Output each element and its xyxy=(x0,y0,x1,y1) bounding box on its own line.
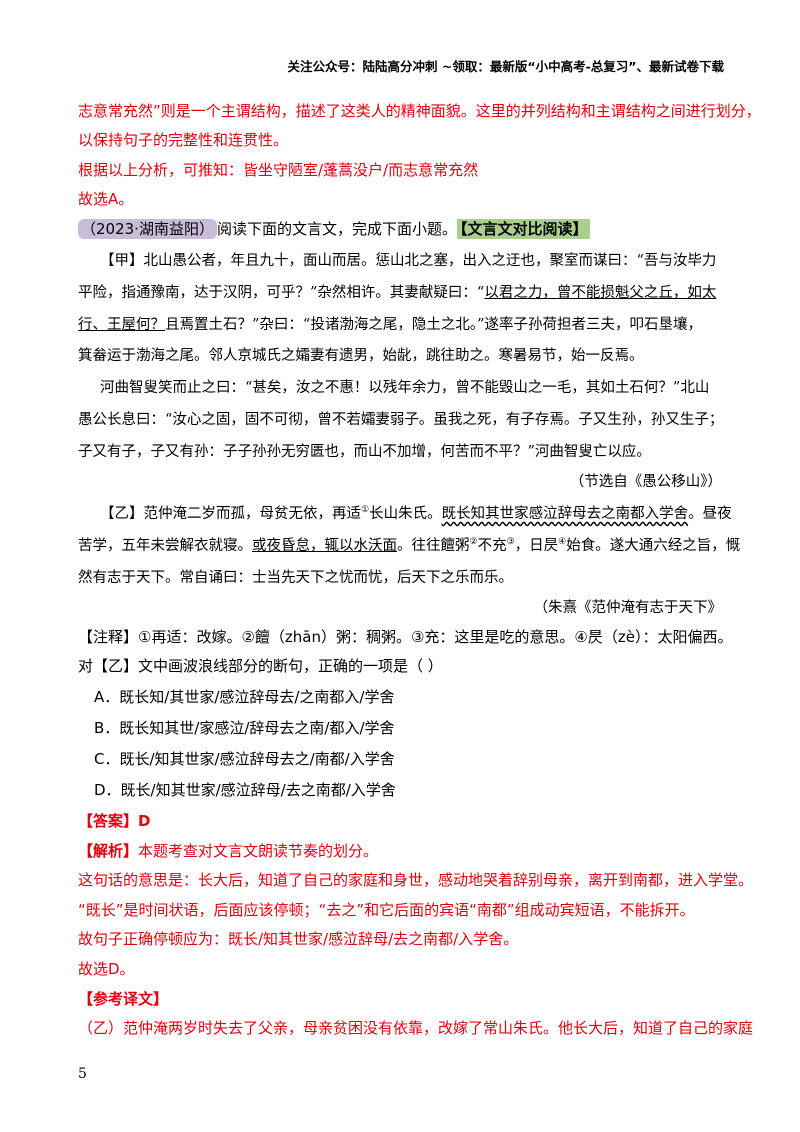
yi-line-2: 苦学，五年未尝解衣就寝。或夜昏怠，辄以水沃面。往往饘粥②不充③，日昃④始食。遂大… xyxy=(78,537,741,554)
jia-line-3: 行、王屋何？且焉置土石？”杂曰：“投诸渤海之尾，隐土之北。”遂率子孙荷担者三夫，… xyxy=(78,317,702,333)
option-b[interactable]: B．既长知其世/家感泣/辞母去之南/都入/学舍 xyxy=(94,719,395,737)
analysis-line-4: 故选A。 xyxy=(78,190,134,208)
explanation-line-2: 这句话的意思是：长大后，知道了自己的家庭和身世，感动地哭着辞别母亲，离开到南都，… xyxy=(78,871,754,889)
jia-line-7: 子又有子，子又有孙：子子孙孙无穷匮也，而山不加增，何苦而不平？”河曲智叟亡以应。 xyxy=(78,444,651,460)
yi-line-1: 【乙】范仲淹二岁而孤，母贫无依，再适①长山朱氏。既长知其世家感泣辞母去之南都入学… xyxy=(100,505,732,522)
explanation-line-4: 故句子正确停顿应为：既长/知其世家/感泣辞母/去之南都/入学舍。 xyxy=(78,930,519,948)
type-tag: 【文言文对比阅读】 xyxy=(456,219,591,239)
question-prompt: 对【乙】文中画波浪线部分的断句，正确的一项是（ ） xyxy=(78,657,443,675)
page-number: 5 xyxy=(78,1066,87,1082)
jia-source: （节选自《愚公移山》） xyxy=(569,474,722,490)
question-header: （2023·湖南益阳）阅读下面的文言文，完成下面小题。【文言文对比阅读】 xyxy=(78,218,591,239)
jia-line-5: 河曲智叟笑而止之曰：“甚矣，汝之不惠！以残年余力，曾不能毁山之一毛，其如土石何？… xyxy=(100,380,710,396)
jia-line-6: 愚公长息曰：“汝心之固，固不可彻，曾不若孀妻弱子。虽我之死，有子存焉。子又生孙，… xyxy=(78,412,724,428)
answer: 【答案】D xyxy=(78,812,151,830)
analysis-line-3: 根据以上分析，可推知：皆坐守陋室/蓬蒿没户/而志意常充然 xyxy=(78,161,479,179)
underlined-phrase: 或夜昏怠，辄以水沃面 xyxy=(252,538,397,554)
notes: 【注释】①再适：改嫁。②饘（zhān）粥：稠粥。③充：这里是吃的意思。④昃（zè… xyxy=(78,628,733,646)
underlined-sentence: 以君之力，曾不能损魁父之丘，如太 xyxy=(484,285,717,301)
yi-line-3: 然有志于天下。常自诵曰：士当先天下之忧而忧，后天下之乐而乐。 xyxy=(78,570,513,586)
option-c[interactable]: C．既长/知其世家/感泣辞母去之/南都/入学舍 xyxy=(94,750,395,768)
translation-line-1: （乙）范仲淹两岁时失去了父亲，母亲贫困没有依靠，改嫁了常山朱氏。他长大后，知道了… xyxy=(78,1019,754,1037)
wavy-underlined-sentence: 既长知其世家感泣辞母去之南都入学舍 xyxy=(441,506,689,522)
explanation-line-5: 故选D。 xyxy=(78,960,135,978)
option-d[interactable]: D．既长/知其世家/感泣辞母/去之南都/入学舍 xyxy=(94,781,396,799)
underlined-sentence-end: 行、王屋何？ xyxy=(78,317,165,333)
option-a[interactable]: A．既长知/其世家/感泣辞母去/之南都入/学舍 xyxy=(94,688,395,706)
jia-line-1: 【甲】北山愚公者，年且九十，面山而居。惩山北之塞，出入之迂也，聚室而谋曰：“吾与… xyxy=(100,253,717,269)
source-tag: （2023·湖南益阳） xyxy=(78,219,217,239)
jia-line-2: 平险，指通豫南，达于汉阴，可乎？”杂然相许。其妻献疑曰：“以君之力，曾不能损魁父… xyxy=(78,285,717,301)
page-header: 关注公众号：陆陆高分冲刺 ~领取：最新版“小中高考-总复习”、最新试卷下载 xyxy=(287,59,724,74)
instruction-text: 阅读下面的文言文，完成下面小题。 xyxy=(216,220,457,238)
explanation-line-3: “既长”是时间状语，后面应该停顿；“去之”和它后面的宾语“南都”组成动宾短语，不… xyxy=(78,901,695,919)
analysis-line-2: 以保持句子的完整性和连贯性。 xyxy=(78,131,289,149)
explanation-line-1: 【解析】本题考查对文言文朗读节奏的划分。 xyxy=(78,842,379,860)
analysis-line-1: 志意常充然”则是一个主谓结构，描述了这类人的精神面貌。这里的并列结构和主谓结构之… xyxy=(78,102,761,120)
translation-label: 【参考译文】 xyxy=(78,990,169,1008)
yi-source: （朱熹《范仲淹有志于天下》 xyxy=(533,600,723,616)
jia-line-4: 箕畚运于渤海之尾。邻人京城氏之孀妻有遗男，始龀，跳往助之。寒暑易节，始一反焉。 xyxy=(78,348,644,364)
